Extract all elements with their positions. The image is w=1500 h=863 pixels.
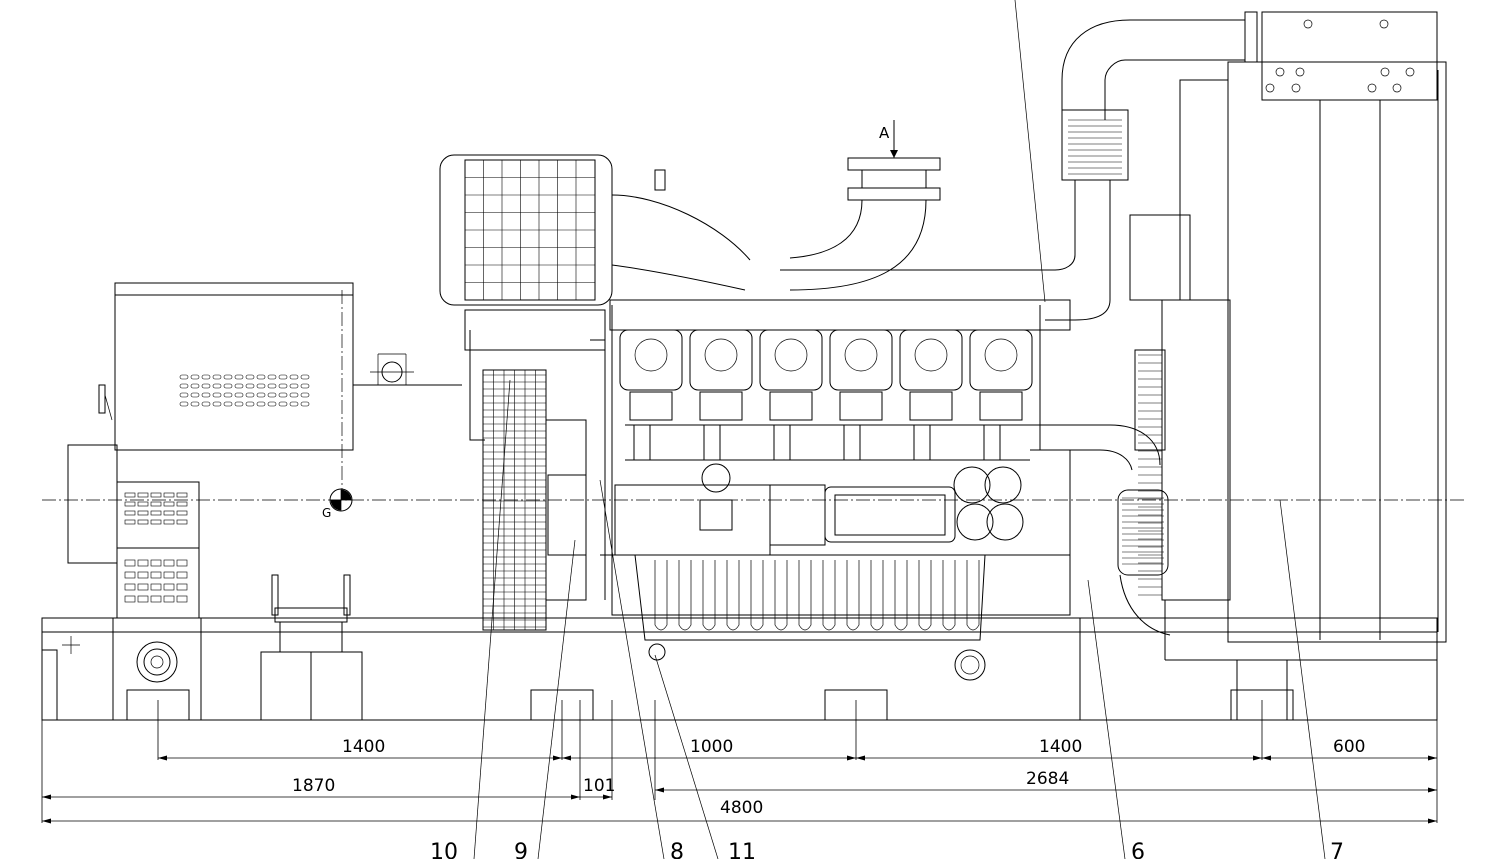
flywheel-grille: [483, 370, 546, 630]
dim-1400-left: 1400: [342, 737, 385, 757]
exhaust-bellows: [1068, 119, 1122, 175]
part-label-7: 7: [1330, 840, 1344, 859]
base-frame: [41, 600, 1438, 721]
dim-101: 101: [583, 776, 615, 796]
dim-1400-right: 1400: [1039, 737, 1082, 757]
part-label-11: 11: [728, 840, 756, 859]
charge-air-bellows: [1122, 497, 1164, 565]
intake-a: A: [789, 120, 941, 291]
exhaust-pipe: [780, 19, 1245, 321]
dim-4800: 4800: [720, 798, 763, 818]
alternator: G: [67, 282, 462, 619]
mid-support: [260, 574, 363, 721]
part-label-10: 10: [430, 840, 458, 859]
dimension-arrowheads: [42, 755, 1437, 824]
dimension-text: 1400 1000 1400 600 1870 101 2684 4800: [292, 737, 1365, 818]
oil-pan: [654, 560, 980, 631]
radiator-fins: [1138, 354, 1162, 596]
dimension-lines: [41, 700, 1438, 824]
alternator-louver-pattern: [124, 374, 310, 603]
dim-1870: 1870: [292, 776, 335, 796]
flywheel-housing: [464, 309, 606, 631]
leader-lines: [473, 0, 1326, 860]
radiator: [1129, 11, 1447, 643]
part-label-9: 9: [514, 840, 528, 859]
cylinder-heads: [619, 329, 1033, 461]
view-marker-a: A: [879, 124, 890, 142]
air-filter: [439, 154, 751, 306]
part-label-6: 6: [1131, 840, 1145, 859]
dim-1000: 1000: [690, 737, 733, 757]
cg-marker: G: [322, 506, 331, 520]
dim-2684: 2684: [1026, 769, 1069, 789]
dim-600: 600: [1333, 737, 1365, 757]
charge-air-pipe: [1030, 424, 1171, 636]
part-labels: 10 9 8 11 6 7: [430, 840, 1344, 863]
part-label-8: 8: [670, 840, 684, 859]
engine: [600, 299, 1071, 681]
air-filter-grid: [465, 160, 595, 300]
